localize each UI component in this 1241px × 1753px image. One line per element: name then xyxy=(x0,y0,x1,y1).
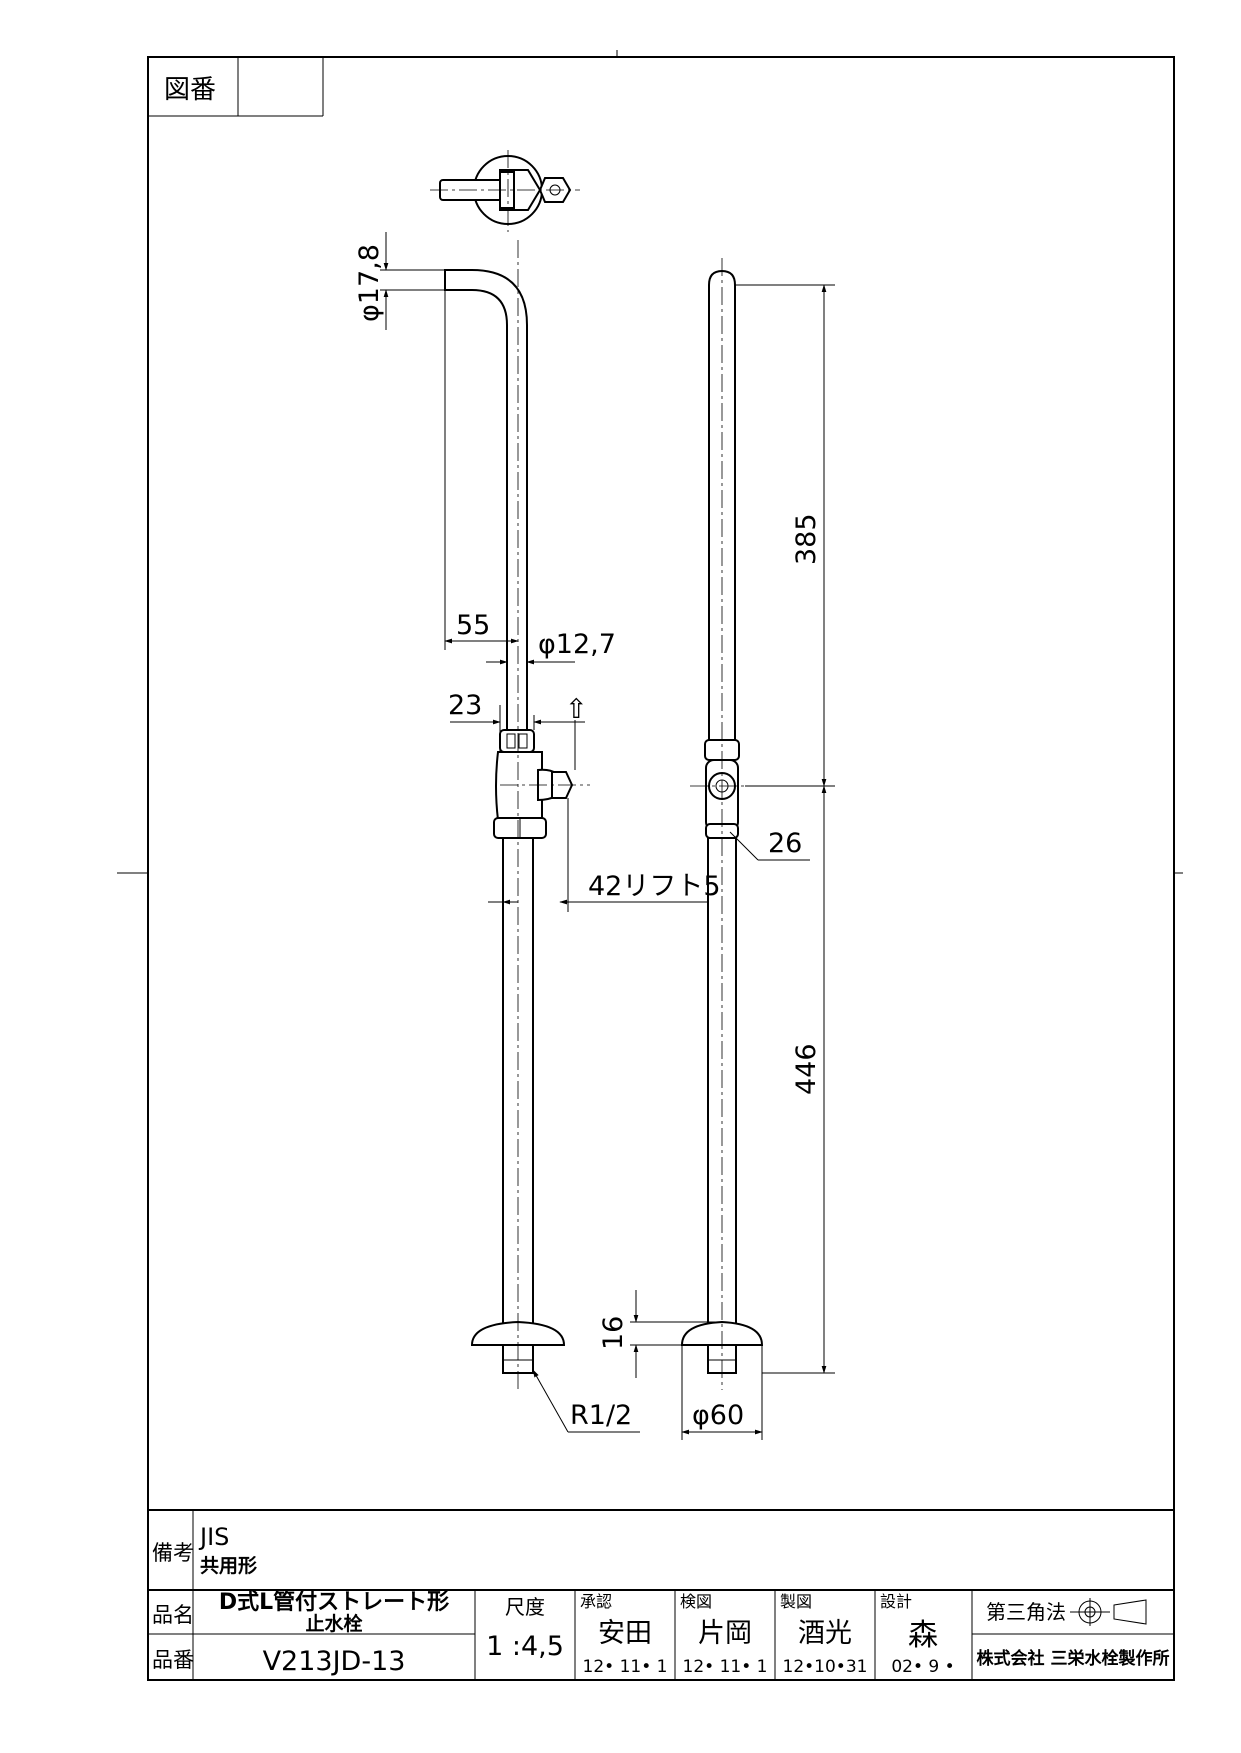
top-view xyxy=(430,150,580,232)
scale-value: 1 :4,5 xyxy=(486,1631,564,1662)
scale-label: 尺度 xyxy=(505,1595,545,1619)
dim-length-42-lift-5: 42リフト5 xyxy=(588,871,721,902)
draw-label: 製図 xyxy=(780,1592,812,1611)
dim-thread-r1-2: R1/2 xyxy=(570,1400,632,1431)
draw-name: 酒光 xyxy=(798,1618,852,1649)
dim-length-16: 16 xyxy=(598,1316,629,1350)
remarks-standard: JIS xyxy=(198,1523,229,1551)
dim-diameter-60: φ60 xyxy=(692,1400,744,1431)
drawing-number-box: 図番 xyxy=(148,57,324,117)
title-block: 備考 JIS 共用形 品名 D式L管付ストレート形 止水栓 品番 V213JD-… xyxy=(148,1509,1174,1680)
design-label: 設計 xyxy=(880,1592,912,1611)
dim-length-385: 385 xyxy=(791,513,822,565)
company-name: 株式会社 三栄水栓製作所 xyxy=(977,1648,1170,1669)
dimension-texts: φ17,8 φ12,7 55 23 ⇧ 42リフト5 385 26 446 16… xyxy=(354,244,822,1431)
front-view xyxy=(444,240,590,1390)
approve-date: 12• 11• 1 xyxy=(583,1657,668,1677)
design-date: 02• 9 • xyxy=(891,1657,954,1677)
remarks-label: 備考 xyxy=(152,1541,194,1565)
dim-diameter-12-7: φ12,7 xyxy=(538,629,616,660)
draw-date: 12•10•31 xyxy=(783,1657,868,1677)
side-view xyxy=(680,258,764,1390)
remarks-type: 共用形 xyxy=(200,1555,257,1577)
dimension-lines xyxy=(380,232,835,1440)
check-date: 12• 11• 1 xyxy=(683,1657,768,1677)
check-label: 検図 xyxy=(680,1592,712,1611)
dim-lift-arrow: ⇧ xyxy=(565,694,588,725)
dim-length-23: 23 xyxy=(448,690,482,721)
design-name: 森 xyxy=(908,1618,938,1653)
product-number-value: V213JD-13 xyxy=(263,1646,406,1677)
approve-label: 承認 xyxy=(580,1592,612,1611)
dim-length-446: 446 xyxy=(791,1043,822,1095)
projection-label: 第三角法 xyxy=(986,1600,1066,1624)
dim-length-55: 55 xyxy=(456,610,490,641)
approve-name: 安田 xyxy=(598,1618,652,1649)
product-name-label: 品名 xyxy=(152,1603,194,1627)
third-angle-projection-icon xyxy=(1070,1598,1147,1626)
drawing-frame xyxy=(147,56,1175,1681)
product-number-label: 品番 xyxy=(152,1648,194,1672)
product-name-line1: D式L管付ストレート形 xyxy=(219,1589,449,1615)
check-name: 片岡 xyxy=(698,1618,752,1649)
dim-length-26: 26 xyxy=(768,828,802,859)
product-name-line2: 止水栓 xyxy=(305,1612,362,1635)
drawing-number-label: 図番 xyxy=(164,75,216,105)
dim-diameter-17-8: φ17,8 xyxy=(354,244,385,322)
